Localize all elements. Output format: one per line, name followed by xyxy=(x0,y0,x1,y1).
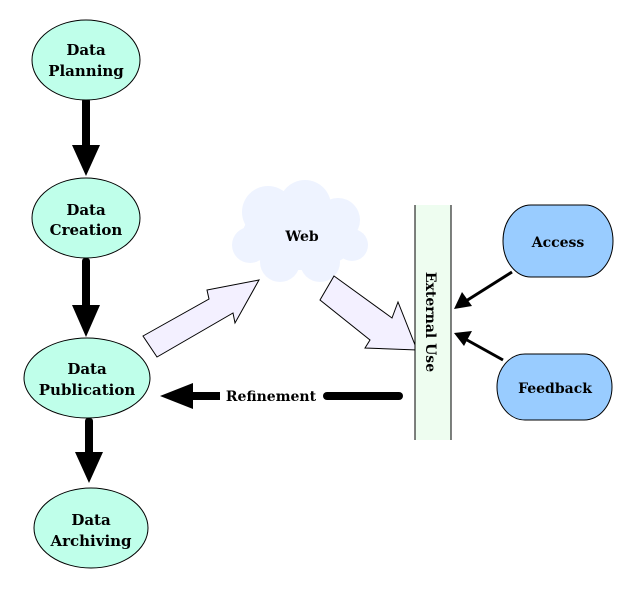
access-label: Access xyxy=(531,235,585,251)
feedback-label: Feedback xyxy=(518,381,592,397)
refinement-label: Refinement xyxy=(226,389,317,405)
refinement-arrow xyxy=(160,383,403,409)
block-arrow-publication-to-web xyxy=(142,279,260,358)
node-label-line1: Data xyxy=(67,360,107,378)
node-data-creation[interactable]: Data Creation xyxy=(31,177,141,259)
external-use-label: External Use xyxy=(422,272,438,372)
arrow-creation-to-publication xyxy=(72,258,100,337)
arrow-access-to-external xyxy=(454,270,513,309)
node-feedback[interactable]: Feedback xyxy=(496,353,613,421)
external-use-bar[interactable]: External Use xyxy=(414,205,452,440)
node-label-line1: Data xyxy=(66,201,106,219)
node-label-line1: Data xyxy=(66,41,106,59)
cloud-icon xyxy=(232,180,368,282)
node-label-line2: Archiving xyxy=(49,532,132,550)
node-label-line1: Data xyxy=(71,511,111,529)
arrow-publication-to-archiving xyxy=(75,418,103,483)
node-data-planning[interactable]: Data Planning xyxy=(31,19,141,101)
node-label-line2: Creation xyxy=(50,221,123,239)
node-label-line2: Publication xyxy=(39,381,136,399)
node-data-publication[interactable]: Data Publication xyxy=(23,337,151,419)
arrow-planning-to-creation xyxy=(72,98,100,176)
node-label-line2: Planning xyxy=(48,62,124,80)
node-web-cloud[interactable]: Web xyxy=(232,180,368,282)
arrow-feedback-to-external xyxy=(454,331,504,362)
node-data-archiving[interactable]: Data Archiving xyxy=(33,487,149,569)
node-access[interactable]: Access xyxy=(502,204,614,278)
block-arrow-web-to-external xyxy=(319,275,418,351)
web-label: Web xyxy=(284,229,318,245)
